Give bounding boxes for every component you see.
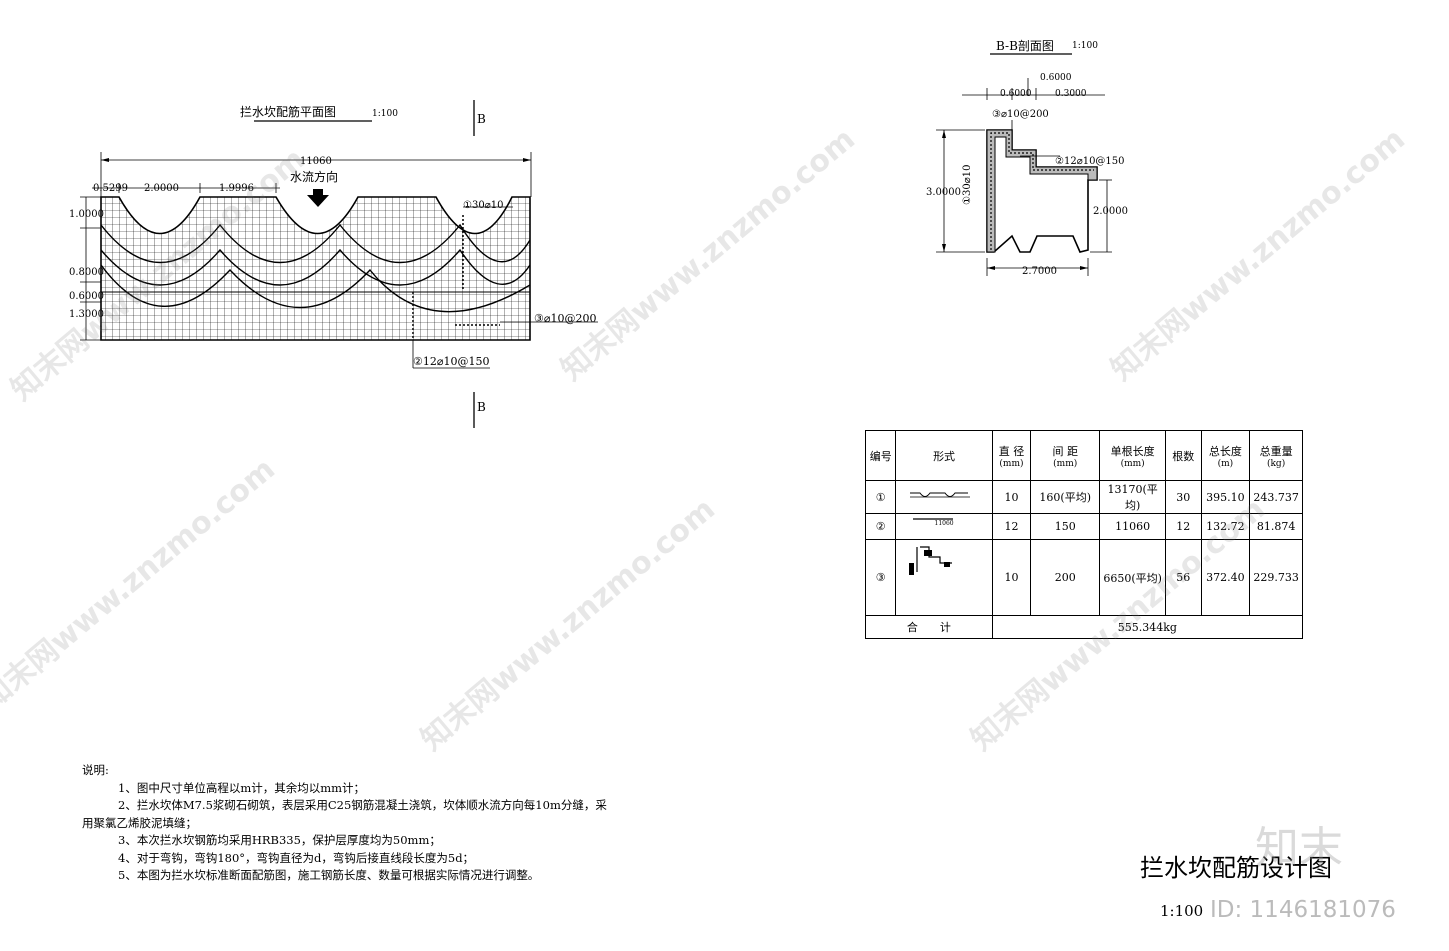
row1-shape xyxy=(895,480,993,514)
section-dim-top-3: 0.3000 xyxy=(1055,89,1087,99)
row3-diameter: 10 xyxy=(991,539,1032,616)
header-shape: 形式 xyxy=(895,430,993,481)
note-line-3: 用聚氯乙烯胶泥填缝； xyxy=(82,815,197,830)
section-view xyxy=(936,53,1112,276)
total-value: 555.344kg xyxy=(991,615,1304,639)
row2-spacing: 150 xyxy=(1030,513,1101,540)
design-notes: 说明: 1、图中尺寸单位高程以m计，其余均以mm计； 2、拦水坎体M7.5浆砌石… xyxy=(82,762,607,885)
flow-direction-label: 水流方向 xyxy=(290,170,339,184)
row2-diameter: 12 xyxy=(991,513,1032,540)
header-spacing: 间 距(mm) xyxy=(1030,430,1101,481)
row2-total-length: 132.72 xyxy=(1200,513,1251,540)
table-row: ③ 10 200 6650(平均) 56 372.40 229.733 xyxy=(864,539,1303,616)
plan-dim-top-2: 2.0000 xyxy=(144,183,179,194)
row3-length: 6650(平均) xyxy=(1099,539,1167,616)
plan-dim-left-3: 0.6000 xyxy=(69,291,104,302)
sheet-scale: 1:100 xyxy=(1160,902,1204,920)
header-spacing-unit: (mm) xyxy=(1053,458,1078,469)
header-no: 编号 xyxy=(864,430,897,481)
row2-no: ② xyxy=(864,513,897,540)
plan-dim-left-2: 0.8000 xyxy=(69,267,104,278)
plan-title-scale: 1:100 xyxy=(372,109,398,119)
row2-total-weight: 81.874 xyxy=(1249,513,1303,540)
header-total-length-unit: (m) xyxy=(1217,458,1234,469)
section-callout-3: ③⌀10@200 xyxy=(992,109,1049,120)
plan-dim-left-1: 1.0000 xyxy=(69,209,104,220)
section-title-scale: 1:100 xyxy=(1072,41,1098,51)
plan-dim-top-3: 1.9996 xyxy=(219,183,254,194)
plan-dim-top-1: 0.5299 xyxy=(93,183,128,194)
note-line-5: 4、对于弯钩，弯钩180°，弯钩直径为d，弯钩后接直线段长度为5d； xyxy=(118,850,475,865)
row3-no: ③ xyxy=(864,539,897,616)
plan-section-mark-top: B xyxy=(477,112,486,126)
row3-total-length: 372.40 xyxy=(1200,539,1251,616)
schedule-total-row: 合 计 555.344kg xyxy=(865,615,1304,639)
total-label: 合 计 xyxy=(865,615,993,639)
header-length: 单根长度(mm) xyxy=(1099,430,1167,481)
header-total-weight-label: 总重量 xyxy=(1259,444,1293,458)
row1-total-length: 395.10 xyxy=(1200,480,1251,514)
plan-callout-1: ①30⌀10 xyxy=(463,200,504,211)
plan-dim-left-4: 1.3000 xyxy=(69,309,104,320)
section-dim-height: 3.0000 xyxy=(926,187,961,198)
row1-diameter: 10 xyxy=(991,480,1032,514)
section-dim-bottom: 2.7000 xyxy=(1022,266,1057,277)
header-total-weight-unit: (kg) xyxy=(1266,458,1286,469)
row2-length: 11060 xyxy=(1099,513,1167,540)
section-title: B-B剖面图 xyxy=(996,39,1054,53)
row2-shape-label: 11060 xyxy=(934,520,954,527)
plan-view xyxy=(80,100,598,428)
header-diameter-unit: (mm) xyxy=(999,458,1024,469)
section-dim-top-1: 0.6000 xyxy=(1040,73,1072,83)
brand-logo: 知末 xyxy=(1255,823,1343,874)
row3-shape xyxy=(895,539,993,616)
section-callout-1: ①30⌀10 xyxy=(962,164,973,205)
table-row: ② 11060 12 150 11060 12 132.72 81.874 xyxy=(864,513,1303,540)
section-dim-top-2: 0.6000 xyxy=(1000,89,1032,99)
sheet-title: 拦水坎配筋设计图 xyxy=(1140,854,1332,882)
plan-callout-2: ②12⌀10@150 xyxy=(413,355,490,368)
table-row: ① 10 160(平均) 13170(平均) 30 395.10 243.737 xyxy=(864,480,1303,514)
plan-section-mark-bottom: B xyxy=(477,400,486,414)
row1-total-weight: 243.737 xyxy=(1249,480,1303,514)
row1-no: ① xyxy=(864,480,897,514)
row2-count: 12 xyxy=(1165,513,1202,540)
header-length-label: 单根长度 xyxy=(1110,444,1155,458)
row2-shape: 11060 xyxy=(895,513,993,540)
row3-spacing: 200 xyxy=(1030,539,1101,616)
header-total-length-label: 总长度 xyxy=(1208,444,1242,458)
image-id: ID: 1146181076 xyxy=(1210,897,1396,923)
plan-overall-dim: 11060 xyxy=(300,156,332,167)
note-line-1: 1、图中尺寸单位高程以m计，其余均以mm计； xyxy=(118,780,366,795)
note-line-2: 2、拦水坎体M7.5浆砌石砌筑，表层采用C25钢筋混凝土浇筑，坎体顺水流方向每1… xyxy=(118,798,607,812)
plan-callout-3: ③⌀10@200 xyxy=(534,312,597,325)
header-count: 根数 xyxy=(1165,430,1202,481)
notes-heading: 说明: xyxy=(82,763,109,777)
header-total-length: 总长度(m) xyxy=(1200,430,1251,481)
rebar-schedule-table: 编号 形式 直 径(mm) 间 距(mm) 单根长度(mm) 根数 总长度(m)… xyxy=(864,430,1304,639)
header-diameter: 直 径(mm) xyxy=(991,430,1032,481)
row3-count: 56 xyxy=(1165,539,1202,616)
header-total-weight: 总重量(kg) xyxy=(1249,430,1303,481)
header-length-unit: (mm) xyxy=(1120,458,1145,469)
section-dim-right: 2.0000 xyxy=(1093,206,1128,217)
header-spacing-label: 间 距 xyxy=(1052,444,1078,458)
schedule-header-row: 编号 形式 直 径(mm) 间 距(mm) 单根长度(mm) 根数 总长度(m)… xyxy=(864,430,1303,481)
note-line-6: 5、本图为拦水坎标准断面配筋图，施工钢筋长度、数量可根据实际情况进行调整。 xyxy=(118,868,540,882)
row3-total-weight: 229.733 xyxy=(1249,539,1303,616)
section-callout-2: ②12⌀10@150 xyxy=(1055,156,1125,167)
row1-spacing: 160(平均) xyxy=(1030,480,1101,514)
plan-title: 拦水坎配筋平面图 xyxy=(240,105,337,119)
header-diameter-label: 直 径 xyxy=(998,444,1025,458)
note-line-4: 3、本次拦水坎钢筋均采用HRB335，保护层厚度均为50mm； xyxy=(118,833,441,847)
row1-count: 30 xyxy=(1165,480,1202,514)
row1-length: 13170(平均) xyxy=(1099,480,1167,514)
